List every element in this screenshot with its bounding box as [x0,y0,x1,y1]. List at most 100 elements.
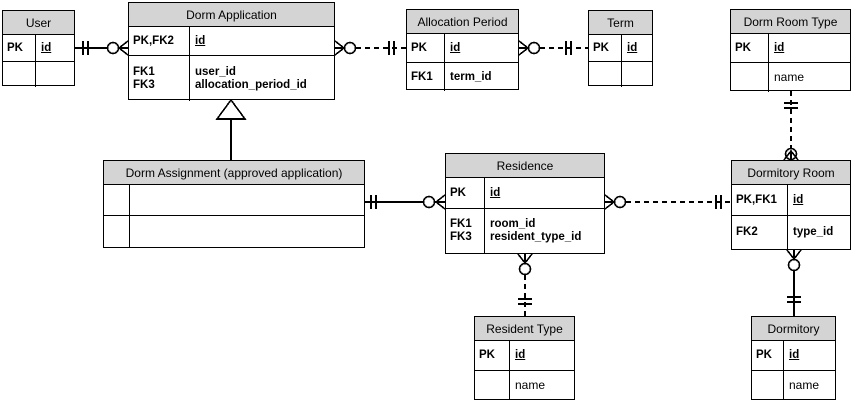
entity-section-dorm-application-0: PK,FK2 id [129,27,334,55]
key-column-resident-type-1 [475,371,510,399]
attribute-column-dormitory-room-0: id [788,185,850,215]
attribute-column-dorm-room-type-1: name [769,63,850,92]
relationship-dorm-application-to-allocation-period [334,40,406,56]
key-column-dormitory-1 [752,371,784,399]
entity-section-dormitory-1: name [752,370,835,399]
entity-section-resident-type-1: name [475,370,574,399]
key-column-user-0: PK [3,35,36,61]
attribute-column-term-0: id [622,35,652,61]
attribute-column-dormitory-0: id [784,341,835,370]
entity-section-dormitory-room-0: PK,FK1 id [732,185,850,215]
attribute-label: id [450,41,461,54]
entity-title-allocation-period: Allocation Period [407,10,518,34]
key-column-allocation-period-0: PK [407,34,445,62]
key-label: PK [756,349,772,361]
attribute-label: id [793,193,804,206]
attribute-label: allocation_period_id [195,78,307,91]
key-label: PK [735,41,751,54]
attribute-column-resident-type-1: name [510,371,574,399]
entity-section-dorm-assignment-0 [104,185,364,215]
entity-dorm-assignment[interactable]: Dorm Assignment (approved application) [103,160,365,248]
entity-section-term-1 [589,61,652,87]
attribute-column-dormitory-room-1: type_id [788,216,850,249]
attribute-column-dorm-assignment-1 [130,216,364,247]
attribute-column-residence-0: id [485,178,604,208]
entity-section-residence-0: PK id [446,178,604,208]
entity-title-term: Term [589,11,652,35]
attribute-column-resident-type-0: id [510,341,574,370]
entity-title-dorm-assignment: Dorm Assignment (approved application) [104,161,364,185]
entity-section-dorm-room-type-0: PK id [731,34,850,62]
key-column-dormitory-0: PK [752,341,784,370]
entity-section-dorm-room-type-1: name [731,62,850,92]
key-column-resident-type-0: PK [475,341,510,370]
relationship-residence-to-resident-type [517,253,533,316]
attribute-column-dorm-application-0: id [190,27,334,55]
entity-title-residence: Residence [446,154,604,178]
relationship-dorm-room-type-to-dormitory-room [783,91,799,161]
key-label: PK,FK2 [133,34,174,47]
key-label: FK1 [450,218,472,230]
key-column-residence-0: PK [446,178,485,208]
key-label: FK3 [450,231,472,243]
attribute-label: user_id [195,65,236,78]
relationship-dormitory-room-to-dormitory [786,249,802,316]
relationship-residence-to-dormitory-room [604,194,731,210]
entity-section-allocation-period-1: FK1 term_id [407,62,518,91]
entity-section-user-0: PK id [3,35,74,61]
attribute-column-allocation-period-0: id [445,34,518,62]
attribute-label: id [774,41,785,54]
attribute-label: room_id [490,218,536,230]
attribute-label: id [195,34,206,47]
key-column-term-0: PK [589,35,622,61]
attribute-label: id [41,41,52,54]
entity-title-dormitory: Dormitory [752,317,835,341]
attribute-column-user-1 [36,62,74,87]
key-label: PK,FK1 [736,193,777,206]
entity-section-allocation-period-0: PK id [407,34,518,62]
key-label: PK [593,41,609,54]
attribute-label: resident_type_id [490,231,582,243]
entity-section-resident-type-0: PK id [475,341,574,370]
key-label: PK [450,186,466,199]
key-label: PK [479,349,495,361]
key-label: FK1 [133,65,155,78]
key-column-user-1 [3,62,36,87]
entity-title-dormitory-room: Dormitory Room [732,161,850,185]
key-label: FK2 [736,226,758,238]
key-label: FK1 [411,70,433,83]
attribute-column-dormitory-1: name [784,371,835,399]
attribute-column-dorm-room-type-0: id [769,34,850,62]
relationship-dorm-assignment-to-residence [365,194,446,210]
key-column-dorm-assignment-0 [104,185,130,215]
attribute-label: id [627,41,638,54]
key-label: PK [411,41,427,54]
entity-title-user: User [3,11,74,35]
entity-title-dorm-room-type: Dorm Room Type [731,10,850,34]
entity-section-term-0: PK id [589,35,652,61]
key-column-dorm-application-0: PK,FK2 [129,27,190,55]
key-column-dorm-room-type-0: PK [731,34,769,62]
attribute-label: term_id [450,70,492,83]
relationship-user-to-dorm-application [75,40,129,56]
attribute-column-allocation-period-1: term_id [445,63,518,91]
attribute-label: name [774,70,805,84]
key-label: FK3 [133,78,155,91]
key-column-dorm-assignment-1 [104,216,130,247]
entity-section-dormitory-0: PK id [752,341,835,370]
